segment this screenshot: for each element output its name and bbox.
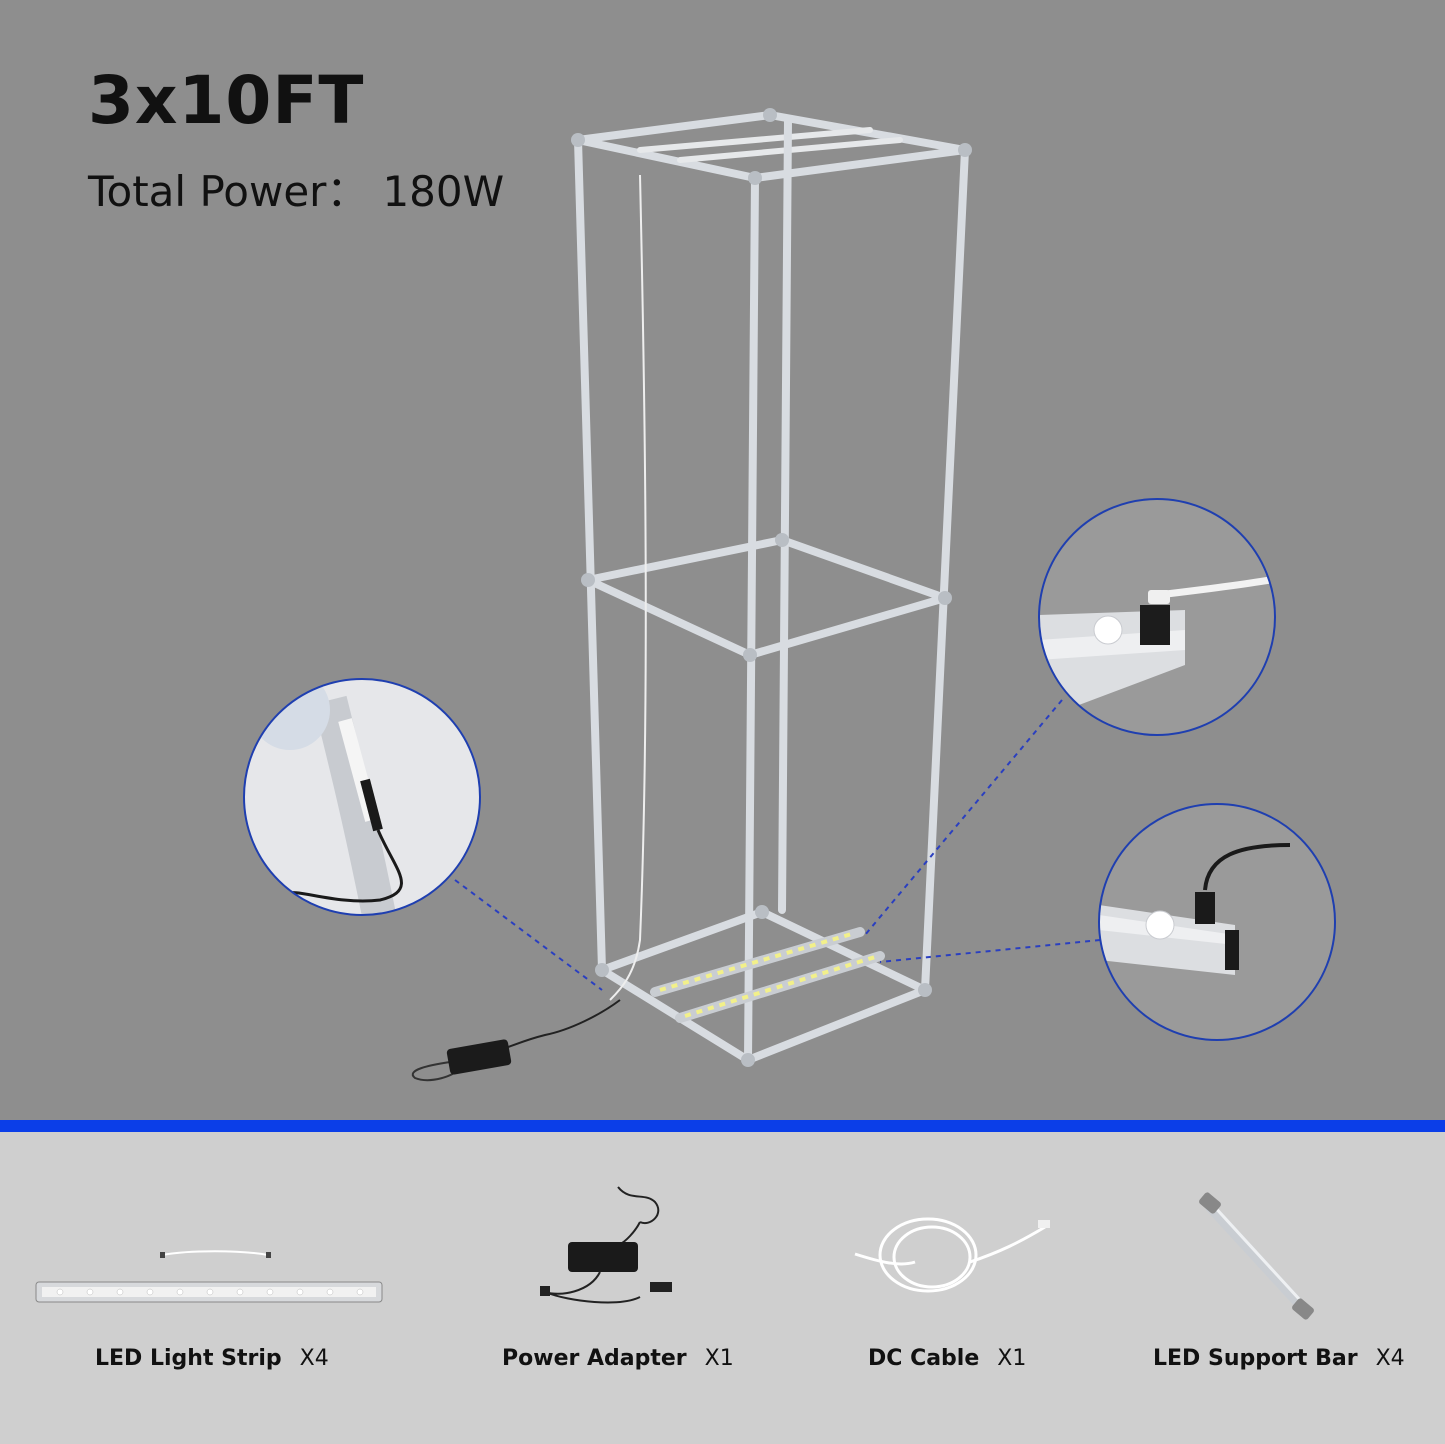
total-power-label: Total Power： — [88, 167, 369, 216]
components-illustrations — [35, 1186, 1314, 1320]
scene-power-adapter — [411, 999, 621, 1082]
frame-illustration — [243, 108, 1336, 1082]
callout-strip-connector-bottom — [1098, 803, 1336, 1041]
section-divider — [0, 1120, 1445, 1132]
tent-frame — [574, 111, 969, 1064]
bottom-led-strips — [650, 927, 885, 1023]
callout-cable-connector — [243, 678, 481, 916]
led-light-strip-icon — [35, 1250, 383, 1303]
total-power-value: 180W — [382, 167, 505, 216]
dc-cable-icon — [854, 1217, 1050, 1293]
power-adapter-icon — [540, 1186, 672, 1304]
total-power: Total Power： 180W — [88, 158, 504, 219]
frame-joints — [571, 108, 972, 1067]
page-title: 3x10FT — [88, 62, 365, 139]
led-support-bar-icon — [1199, 1192, 1314, 1320]
callout-strip-connector-top — [1038, 498, 1276, 736]
callout-lines — [454, 699, 1101, 991]
